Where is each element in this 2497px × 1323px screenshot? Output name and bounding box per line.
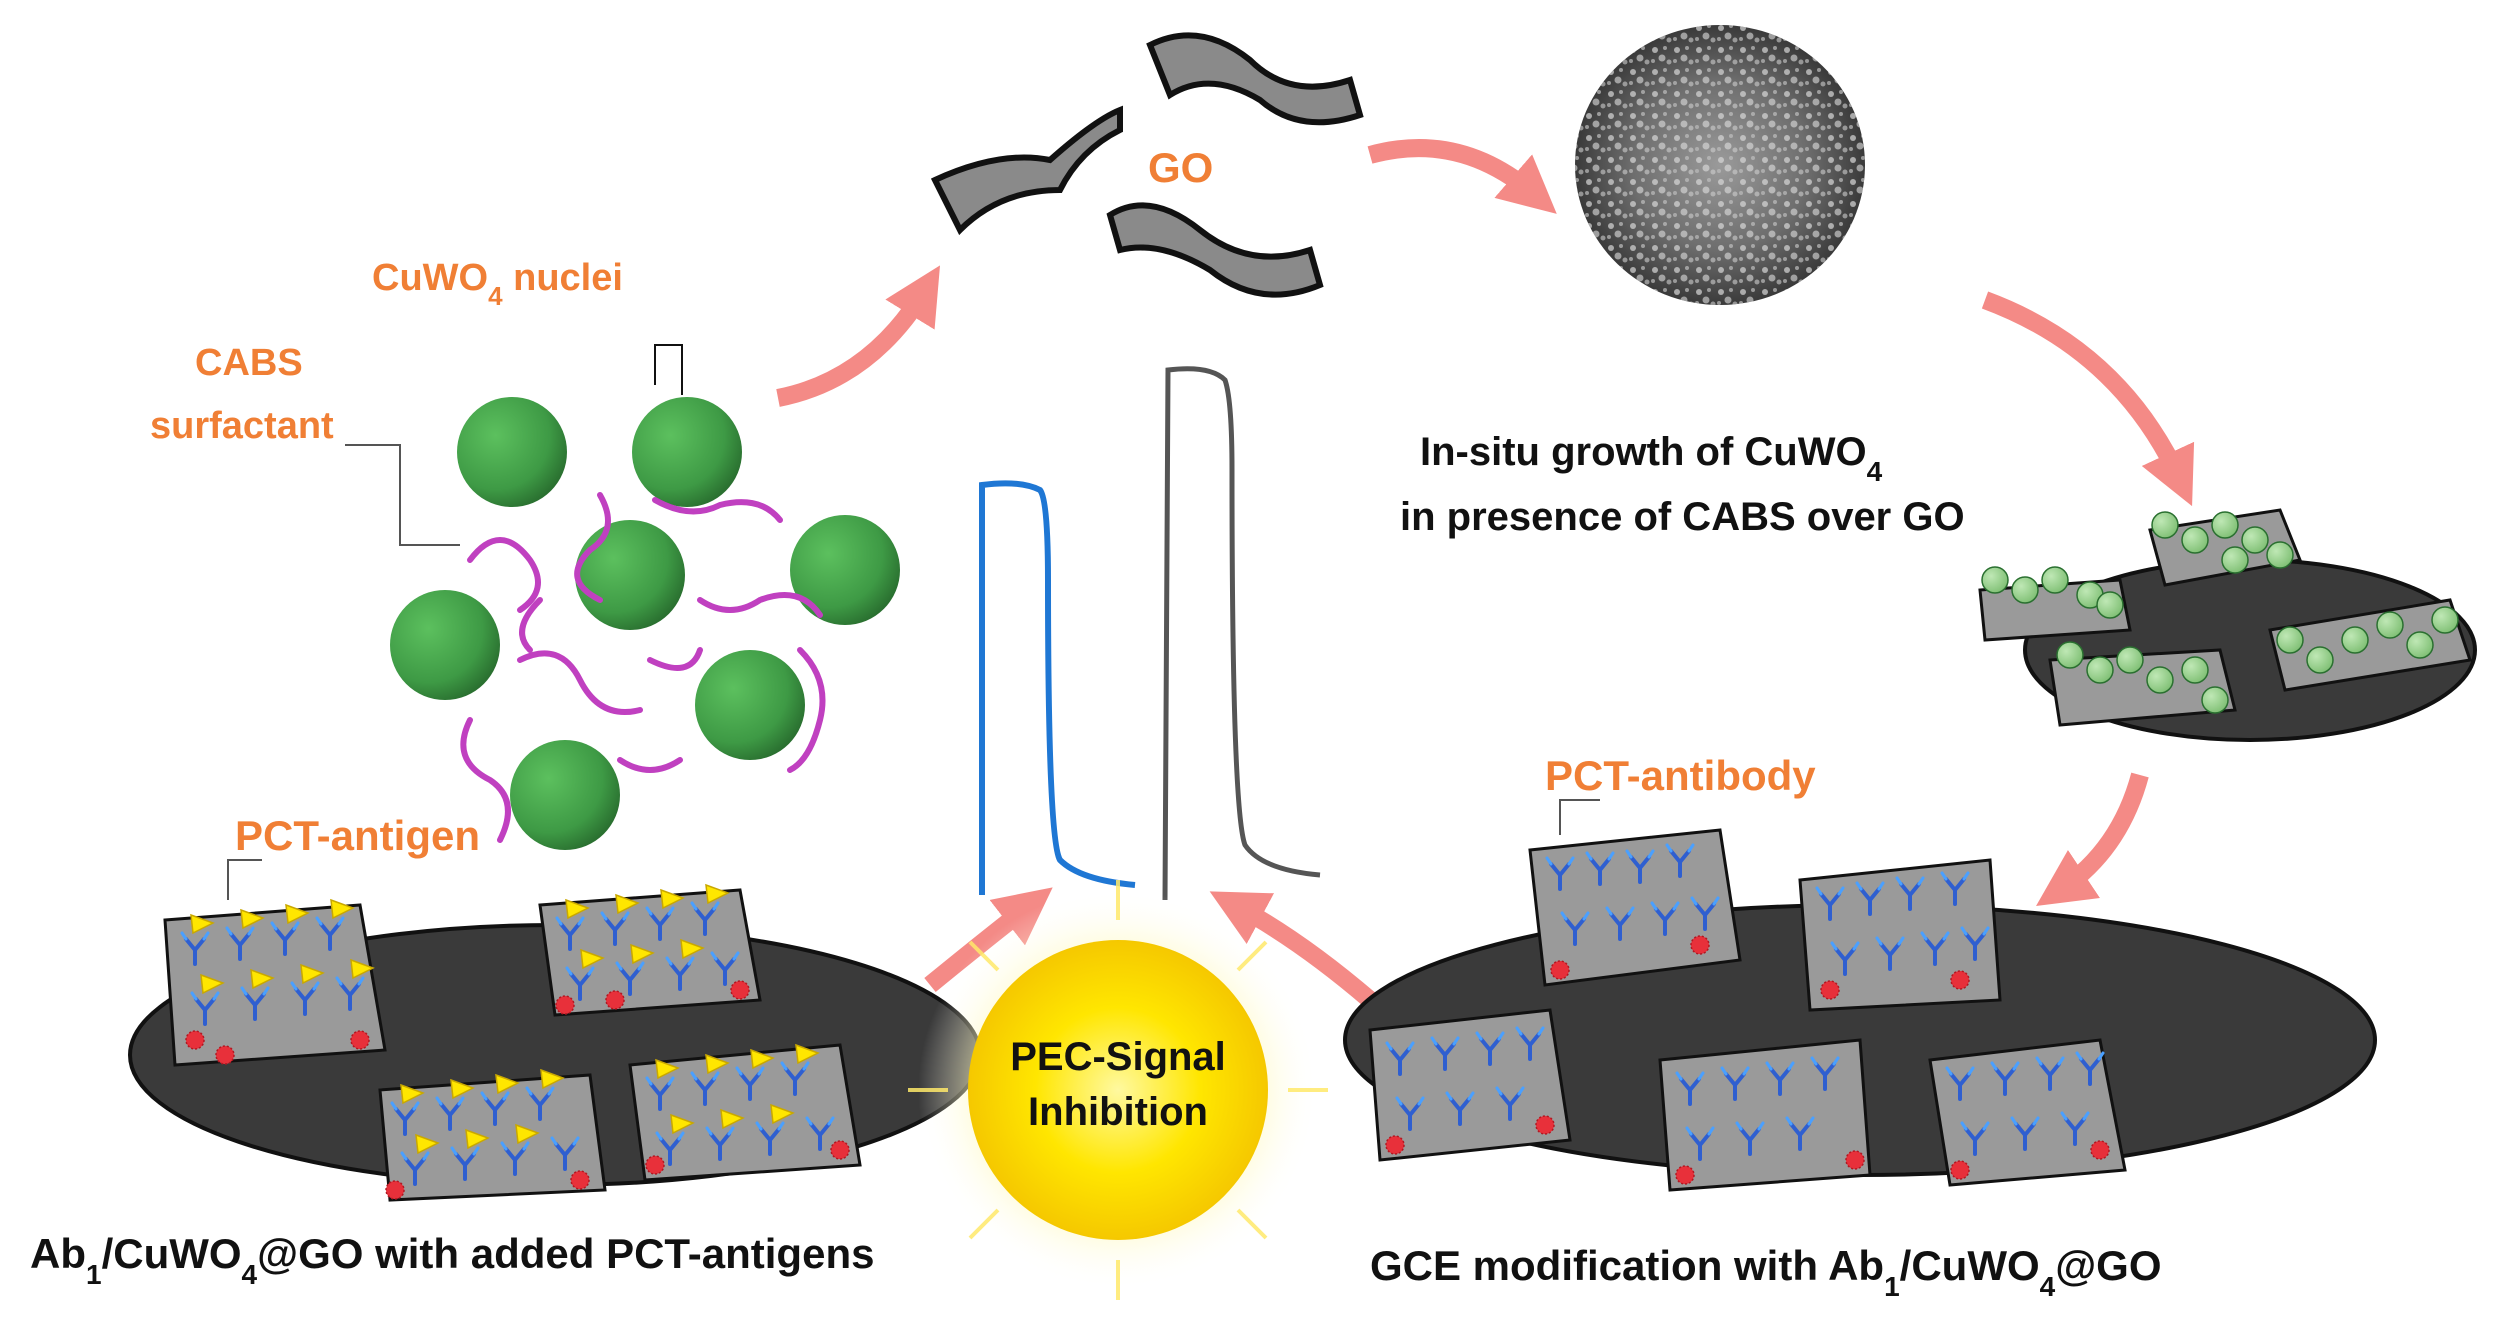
photocurrent-responses: [979, 366, 1321, 901]
antigen-bound-electrode: PCT-antigen: [128, 812, 982, 1202]
process-arrows: [776, 139, 2195, 1007]
cuwo4-nuclei-cluster: CuWO4 nuclei CABS surfactant: [150, 257, 900, 850]
cabs-label-line1: CABS: [195, 342, 303, 384]
pct-antibody-label: PCT-antibody: [1545, 752, 1816, 799]
cuwo4-go-electrode: [1978, 508, 2477, 742]
arrow-sem-to-growth: [1981, 291, 2195, 507]
caption-left: Ab1/CuWO4@GO with added PCT-antigens: [30, 1230, 874, 1290]
pec-signal-label-line1: PEC-Signal: [1010, 1035, 1226, 1079]
graphene-oxide-sheets: GO: [930, 32, 1364, 298]
nucleus-spheres: [390, 397, 900, 850]
go-label: GO: [1148, 144, 1213, 191]
arrow-right-disc-to-signal: [1209, 891, 1376, 1007]
arrow-left-disc-to-signal: [924, 887, 1053, 992]
arrow-growth-to-antibody: [2036, 772, 2149, 906]
arrow-go-to-sem: [1367, 139, 1557, 214]
pct-antigen-label: PCT-antigen: [235, 812, 480, 859]
small-nuclei: [1981, 511, 2459, 714]
insitu-label-line1: In-situ growth of CuWO4: [1420, 430, 1883, 487]
antibody-modified-electrode: PCT-antibody: [1343, 752, 2377, 1192]
caption-right: GCE modification with Ab1/CuWO4@GO: [1370, 1242, 2162, 1302]
photocurrent-curve-gray: [1162, 366, 1321, 901]
insitu-label-line2: in presence of CABS over GO: [1400, 495, 1965, 539]
pec-signal-label-line2: Inhibition: [1028, 1090, 1208, 1134]
cabs-label-line2: surfactant: [150, 405, 334, 447]
arrow-nuclei-to-go: [776, 265, 941, 407]
photocurrent-curve-blue: [979, 480, 1136, 895]
cabs-surfactant-chains: [460, 492, 826, 843]
cuwo4-nuclei-label: CuWO4 nuclei: [372, 257, 623, 311]
light-source-icon: PEC-Signal Inhibition: [908, 880, 1328, 1300]
sem-micrograph-icon: [1575, 25, 1865, 305]
